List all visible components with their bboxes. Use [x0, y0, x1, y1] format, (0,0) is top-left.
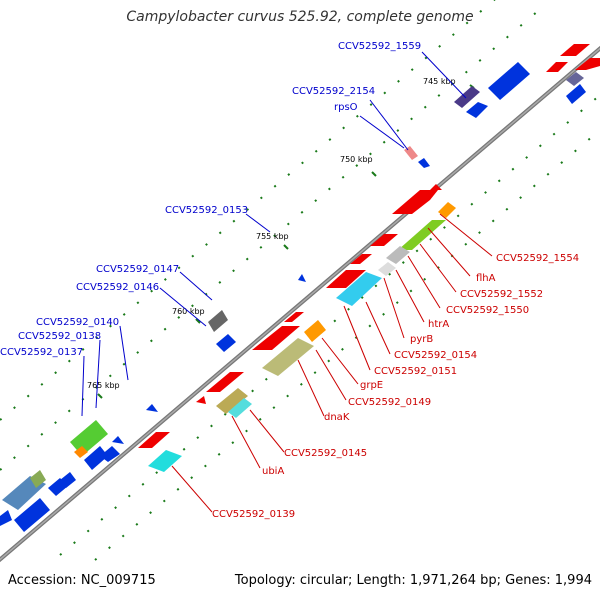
tick-label-765: 765 kbp [87, 381, 120, 390]
gene-arrow[interactable] [488, 62, 530, 100]
gene-label[interactable]: CCV52592_0138 [18, 331, 101, 342]
feature-block[interactable] [216, 388, 248, 414]
gene-arrow[interactable] [146, 404, 158, 412]
gene-label[interactable]: rpsO [334, 102, 358, 113]
gene-arrow[interactable] [112, 436, 124, 444]
reverse-gene-labels: CCV52592_1554 flhA CCV52592_1552 CCV5259… [212, 253, 579, 520]
feature-block[interactable] [398, 220, 446, 250]
gene-arrow[interactable] [100, 446, 120, 462]
gene-arrow[interactable] [284, 312, 304, 322]
gene-arrow[interactable] [216, 334, 236, 352]
gene-label[interactable]: CCV52592_1559 [338, 41, 421, 52]
gene-arrow[interactable] [252, 326, 300, 350]
feature-block[interactable] [378, 262, 396, 276]
feature-block[interactable] [70, 420, 108, 456]
gene-label[interactable]: CCV52592_2154 [292, 86, 375, 97]
gene-label[interactable]: ubiA [262, 466, 284, 477]
gene-label[interactable]: CCV52592_0151 [374, 366, 457, 377]
tick-label-745: 745 kbp [423, 77, 456, 86]
feature-block[interactable] [438, 202, 456, 218]
gene-label[interactable]: CCV52592_0147 [96, 264, 179, 275]
gene-label[interactable]: CCV52592_1552 [460, 289, 543, 300]
accession-text: Accession: NC_009715 [8, 573, 156, 588]
gene-arrow[interactable] [560, 44, 590, 56]
gene-label[interactable]: CCV52592_0145 [284, 448, 367, 459]
gene-arrow[interactable] [206, 372, 244, 392]
feature-block[interactable] [74, 446, 88, 458]
genome-summary-text: Topology: circular; Length: 1,971,264 bp… [234, 573, 592, 588]
feature-block[interactable] [262, 338, 314, 376]
feature-block[interactable] [228, 398, 252, 418]
tick-label-755: 755 kbp [256, 232, 289, 241]
gene-arrow[interactable] [392, 190, 438, 214]
feature-block[interactable] [30, 470, 46, 488]
gene-arrow[interactable] [0, 510, 12, 526]
gene-arrow[interactable] [196, 396, 206, 404]
gene-arrow[interactable] [370, 234, 398, 246]
forward-gene-labels: CCV52592_1559 CCV52592_2154 rpsO CCV5259… [0, 41, 421, 358]
gene-arrow[interactable] [14, 498, 50, 532]
gene-label[interactable]: CCV52592_0146 [76, 282, 159, 293]
gene-arrow[interactable] [466, 102, 488, 118]
gene-label[interactable]: CCV52592_0137 [0, 347, 83, 358]
grid-dots [0, 0, 600, 561]
gene-arrow[interactable] [430, 184, 442, 190]
gene-label[interactable]: CCV52592_1550 [446, 305, 529, 316]
feature-block[interactable] [336, 272, 382, 306]
gene-label[interactable]: CCV52592_0154 [394, 350, 477, 361]
gene-label[interactable]: CCV52592_0149 [348, 397, 431, 408]
gene-arrow[interactable] [326, 270, 366, 288]
gene-label[interactable]: CCV52592_0153 [165, 205, 248, 216]
gene-arrow[interactable] [298, 274, 306, 282]
backbone [0, 45, 600, 563]
label-leaders [81, 51, 493, 513]
gene-label[interactable]: pyrB [410, 334, 433, 345]
gene-arrow[interactable] [84, 446, 108, 470]
tick-label-750: 750 kbp [340, 155, 373, 164]
gene-label[interactable]: htrA [428, 319, 449, 330]
feature-block[interactable] [386, 246, 410, 264]
gene-label[interactable]: CCV52592_1554 [496, 253, 579, 264]
reverse-strand-genes [138, 44, 600, 448]
gene-arrow[interactable] [350, 254, 372, 264]
gene-label[interactable]: dnaK [324, 412, 350, 423]
gene-arrow[interactable] [60, 472, 76, 488]
gene-arrow[interactable] [566, 84, 586, 104]
gene-label[interactable]: grpE [360, 380, 383, 391]
gene-arrow[interactable] [138, 432, 170, 448]
gene-arrow[interactable] [418, 158, 430, 168]
map-title: Campylobacter curvus 525.92, complete ge… [126, 9, 474, 25]
gene-label[interactable]: CCV52592_0140 [36, 317, 119, 328]
feature-blocks [2, 72, 584, 510]
feature-block[interactable] [304, 320, 326, 342]
gene-arrow[interactable] [575, 58, 600, 70]
gene-arrow[interactable] [454, 86, 480, 108]
gene-label[interactable]: CCV52592_0139 [212, 509, 295, 520]
gene-arrow[interactable] [546, 62, 568, 72]
feature-block[interactable] [148, 450, 182, 472]
feature-block[interactable] [566, 72, 584, 86]
forward-strand-genes [0, 62, 586, 532]
gene-arrow[interactable] [208, 310, 228, 332]
gene-label[interactable]: flhA [476, 273, 496, 284]
